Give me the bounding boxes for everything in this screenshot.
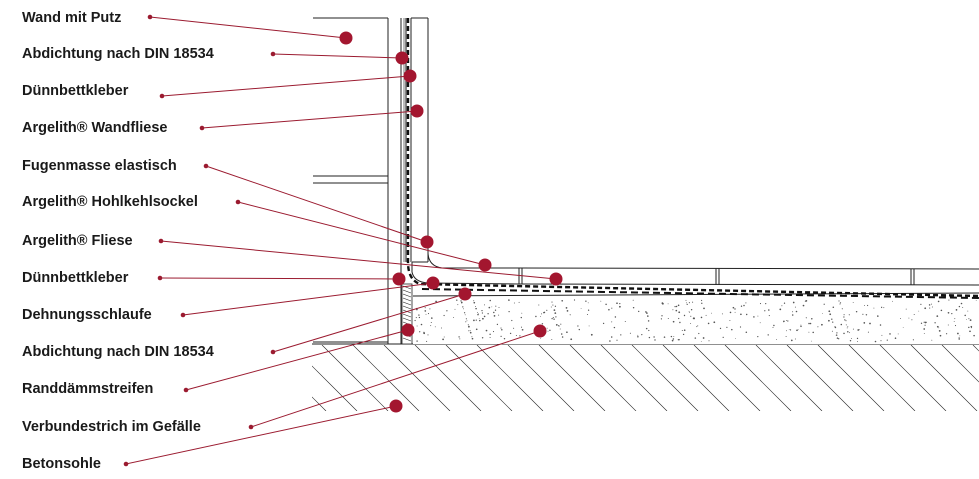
leader-waterproofing-wall bbox=[270, 51, 409, 65]
leader-edge-insulation bbox=[183, 323, 415, 393]
leader-dot-floor-tile bbox=[158, 238, 164, 244]
label-waterproofing-floor: Abdichtung nach DIN 18534 bbox=[22, 344, 214, 360]
leader-dot-wall-plaster bbox=[147, 14, 153, 20]
label-wall-tile: Argelith® Wandfliese bbox=[22, 120, 168, 136]
leader-expansion-loop bbox=[180, 276, 440, 318]
leader-cove-skirting bbox=[235, 199, 492, 272]
waterproofing-membrane bbox=[405, 18, 979, 298]
marker-elastic-joint bbox=[420, 235, 434, 249]
leader-thinbed-adhesive-floor bbox=[157, 272, 406, 286]
label-expansion-loop: Dehnungsschlaufe bbox=[22, 307, 152, 323]
screed-layer bbox=[412, 292, 979, 344]
leader-thinbed-adhesive-wall bbox=[159, 69, 417, 99]
leader-dot-expansion-loop bbox=[180, 312, 186, 318]
marker-wall-plaster bbox=[339, 31, 353, 45]
marker-screed bbox=[533, 324, 547, 338]
label-floor-tile: Argelith® Fliese bbox=[22, 233, 133, 249]
marker-waterproofing-wall bbox=[395, 51, 409, 65]
leader-elastic-joint bbox=[203, 163, 434, 249]
label-thinbed-adhesive-floor: Dünnbettkleber bbox=[22, 270, 129, 286]
label-edge-insulation: Randdämmstreifen bbox=[22, 381, 153, 397]
marker-waterproofing-floor bbox=[458, 287, 472, 301]
leader-dot-wall-tile bbox=[199, 125, 205, 131]
marker-cove-skirting bbox=[478, 258, 492, 272]
leader-floor-tile bbox=[158, 238, 563, 286]
marker-wall-tile bbox=[410, 104, 424, 118]
label-thinbed-adhesive-wall: Dünnbettkleber bbox=[22, 83, 129, 99]
label-wall-plaster: Wand mit Putz bbox=[22, 10, 121, 26]
marker-edge-insulation bbox=[401, 323, 415, 337]
leader-dot-thinbed-adhesive-wall bbox=[159, 93, 165, 99]
leader-wall-plaster bbox=[147, 14, 353, 45]
marker-thinbed-adhesive-wall bbox=[403, 69, 417, 83]
label-waterproofing-wall: Abdichtung nach DIN 18534 bbox=[22, 46, 214, 62]
marker-expansion-loop bbox=[426, 276, 440, 290]
leader-wall-tile bbox=[199, 104, 424, 131]
leader-dot-waterproofing-floor bbox=[270, 349, 276, 355]
marker-thinbed-adhesive-floor bbox=[392, 272, 406, 286]
wall-with-plaster bbox=[313, 17, 405, 344]
marker-floor-tile bbox=[549, 272, 563, 286]
floor-tiles bbox=[421, 267, 979, 299]
leader-waterproofing-floor bbox=[270, 287, 472, 355]
label-concrete-slab: Betonsohle bbox=[22, 456, 101, 472]
leader-dot-waterproofing-wall bbox=[270, 51, 276, 57]
label-elastic-joint: Fugenmasse elastisch bbox=[22, 158, 177, 174]
leader-dot-cove-skirting bbox=[235, 199, 241, 205]
marker-concrete-slab bbox=[389, 399, 403, 413]
leader-concrete-slab bbox=[123, 399, 403, 467]
label-cove-skirting: Argelith® Hohlkehlsockel bbox=[22, 194, 198, 210]
leader-dot-thinbed-adhesive-floor bbox=[157, 275, 163, 281]
label-list: Wand mit Putz Abdichtung nach DIN 18534 … bbox=[22, 10, 214, 472]
concrete-slab bbox=[312, 343, 979, 411]
leader-screed bbox=[248, 324, 547, 430]
leader-dot-elastic-joint bbox=[203, 163, 209, 169]
leader-dot-screed bbox=[248, 424, 254, 430]
leader-dot-concrete-slab bbox=[123, 461, 129, 467]
label-screed: Verbundestrich im Gefälle bbox=[22, 419, 201, 435]
leader-dot-edge-insulation bbox=[183, 387, 189, 393]
